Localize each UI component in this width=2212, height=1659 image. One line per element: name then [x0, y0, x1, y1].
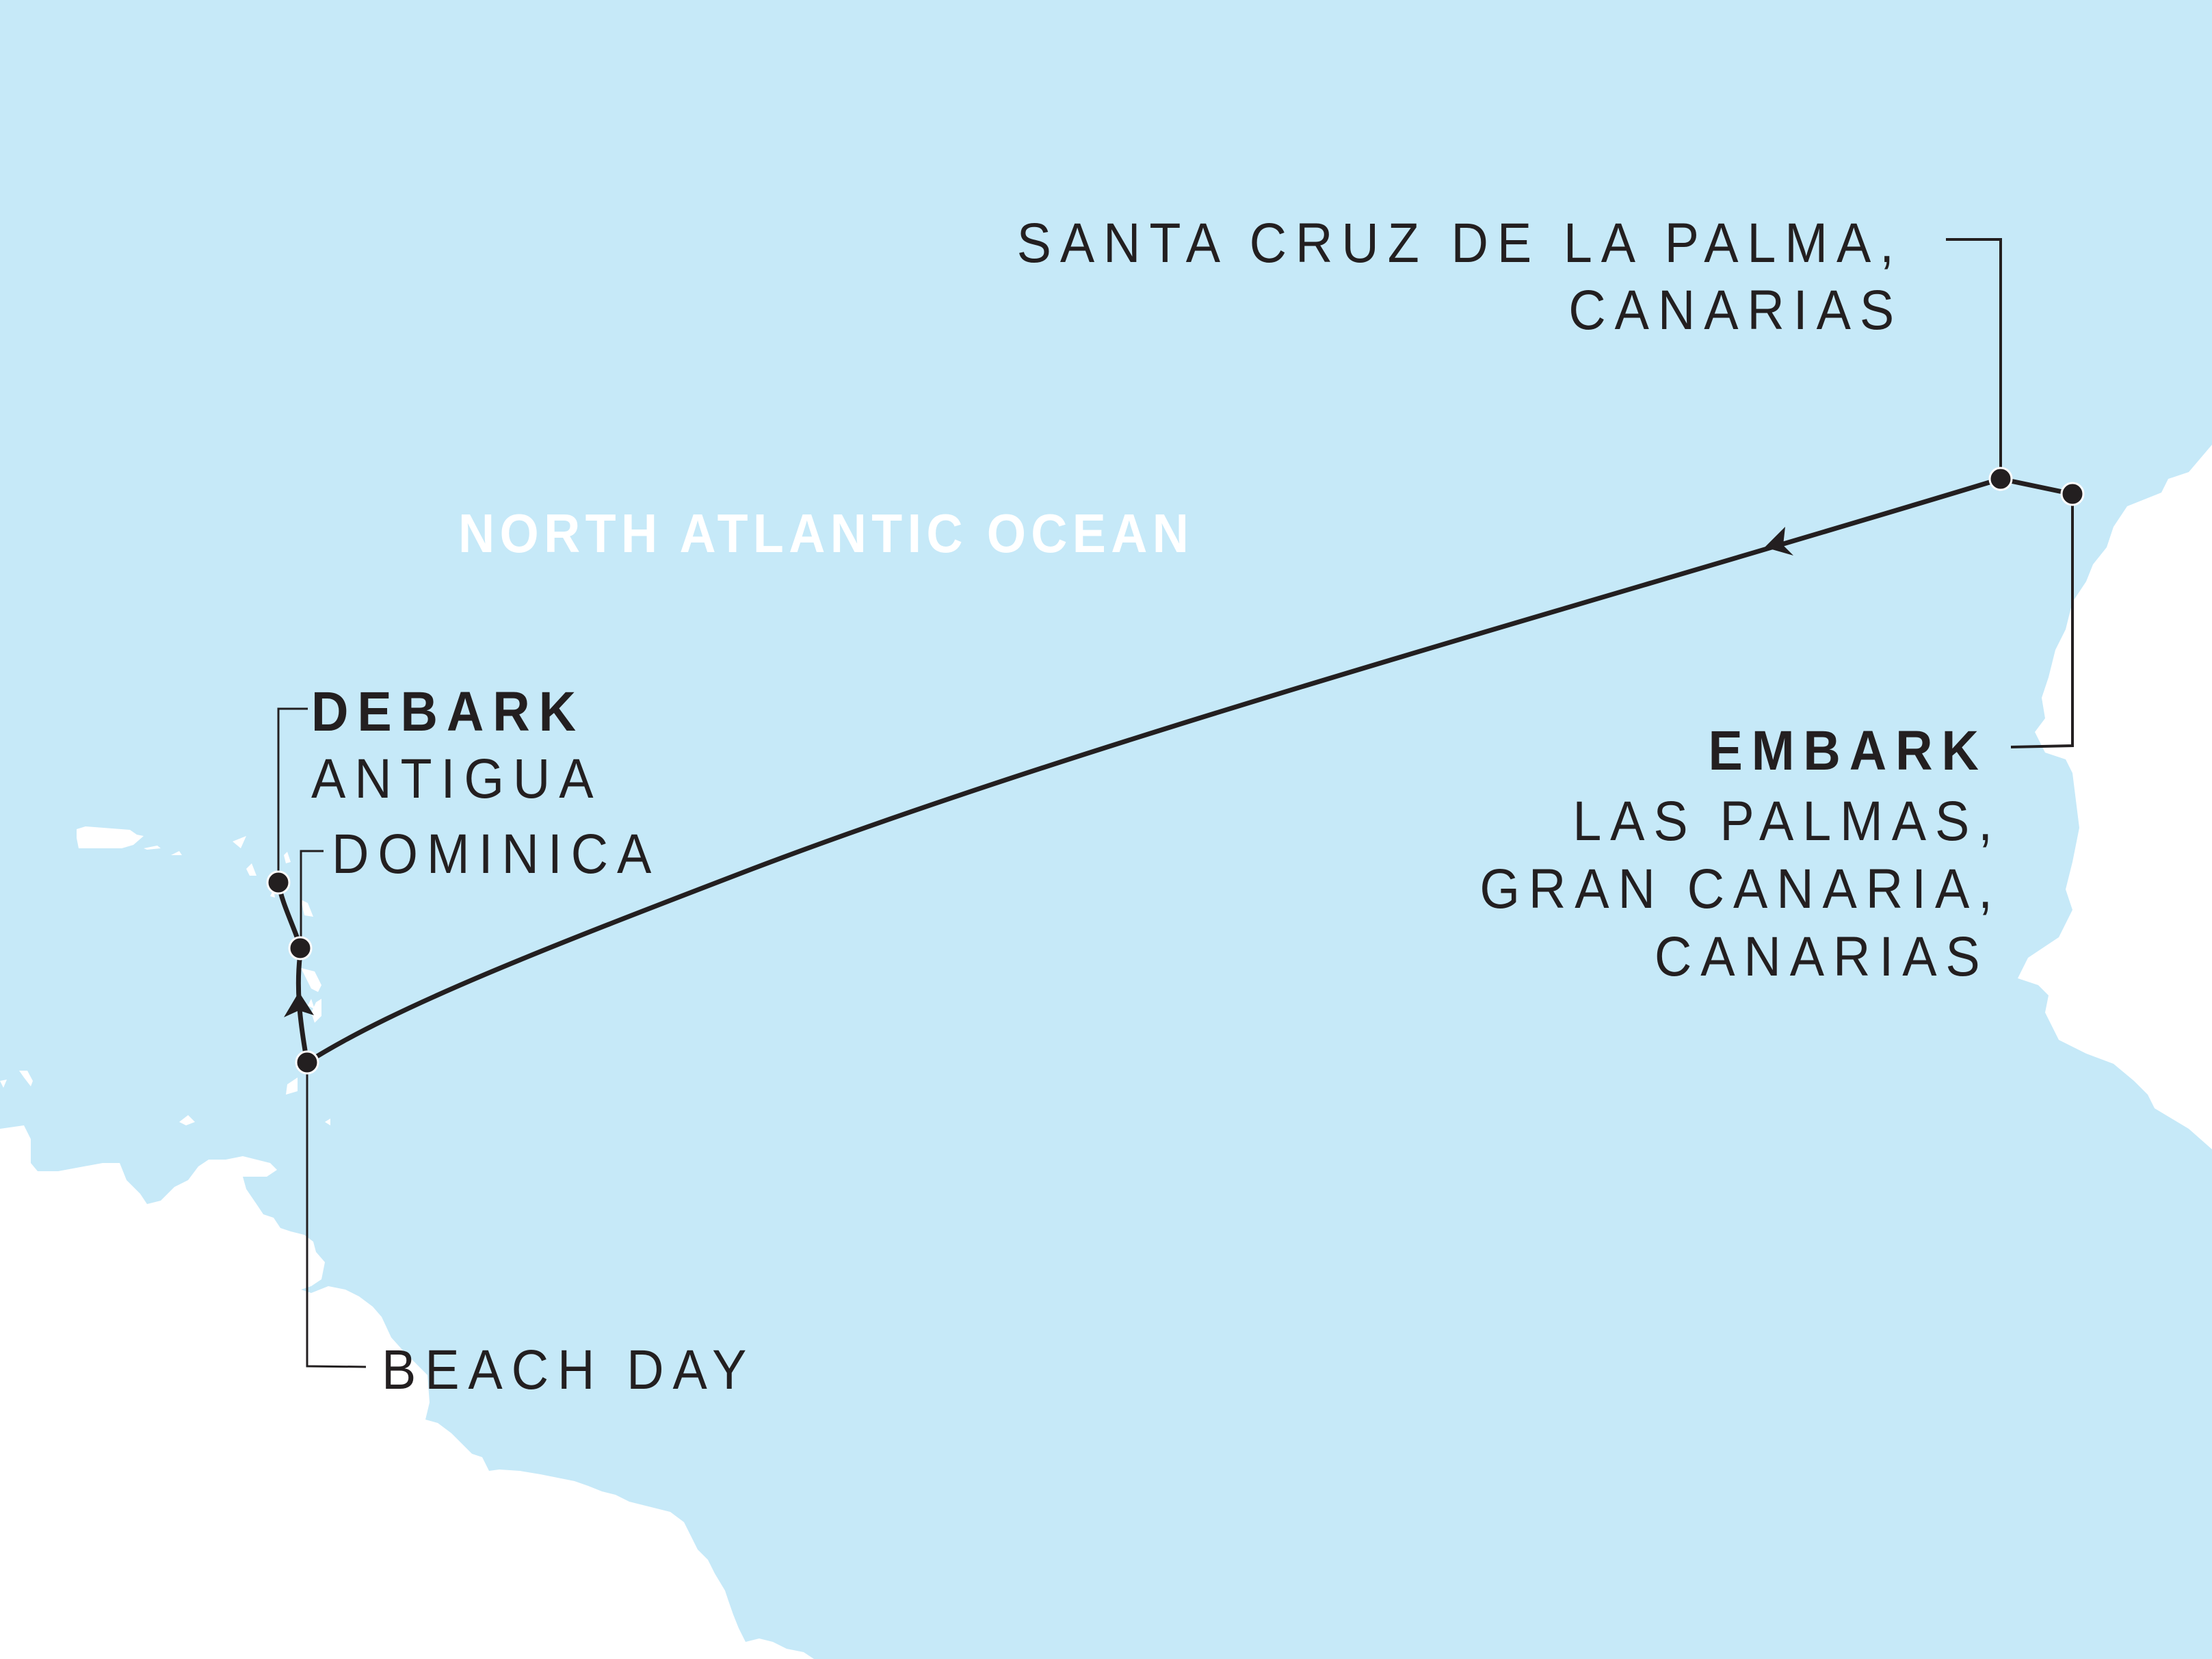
direction-arrow-icon [1765, 527, 1793, 556]
island-puerto-rico [77, 826, 144, 848]
stop-label-line: CANARIAS [1654, 926, 1989, 988]
direction-arrow-icon [284, 992, 314, 1017]
stop-marker-beach-day[interactable] [295, 1050, 319, 1075]
leader-line-dominica [300, 850, 324, 948]
island-small [311, 999, 321, 1023]
leader-line-debark [277, 707, 308, 883]
stop-label-line: CANARIAS [1568, 279, 1903, 341]
stop-label-embark: EMBARK [1684, 723, 1988, 779]
land-south-america-east [739, 1638, 814, 1659]
island-small [179, 1115, 195, 1125]
island-small [325, 1119, 330, 1125]
island-small [286, 1077, 298, 1095]
route-line-atlantic-crossing [306, 476, 2002, 1064]
stop-marker-santa-cruz[interactable] [1988, 467, 2013, 491]
stop-marker-dominica[interactable] [288, 936, 313, 961]
stop-marker-las-palmas[interactable] [2060, 482, 2085, 506]
leader-line-embark [2010, 494, 2074, 748]
stop-label-antigua: ANTIGUA [311, 748, 603, 810]
island-small [301, 900, 313, 917]
stop-marker-antigua[interactable] [266, 870, 291, 895]
ocean-label: NORTH ATLANTIC OCEAN [458, 503, 1194, 564]
stop-label-santa-cruz: SANTA CRUZ DE LA PALMA, CANARIAS [1017, 215, 1903, 339]
island-small [0, 1080, 7, 1088]
island-small [246, 863, 256, 876]
stop-label-dominica: DOMINICA [332, 823, 661, 885]
leader-line-santa-cruz [1946, 238, 2002, 479]
embark-tag: EMBARK [1708, 720, 1988, 782]
land-africa [2018, 445, 2212, 1149]
island-small [171, 851, 182, 855]
island-small [144, 846, 161, 850]
stop-label-line: GRAN CANARIA, [1479, 858, 2001, 920]
island-small [308, 999, 315, 1009]
route-line [2000, 476, 2073, 497]
stop-label-beach-day: BEACH DAY [382, 1339, 756, 1401]
stop-label-line: SANTA CRUZ DE LA PALMA, [1016, 212, 1903, 274]
land-south-america [0, 1125, 752, 1659]
stop-label-las-palmas: LAS PALMAS, GRAN CANARIA, CANARIAS [1479, 794, 2001, 985]
island-small [233, 836, 246, 848]
island-small [19, 1071, 33, 1086]
island-small [284, 852, 291, 863]
island-small [301, 968, 321, 992]
route-line-caribbean [276, 882, 310, 1063]
stop-label-line: LAS PALMAS, [1572, 790, 2001, 852]
debark-tag: DEBARK [311, 681, 585, 743]
leader-line-beach-day [306, 1062, 367, 1368]
